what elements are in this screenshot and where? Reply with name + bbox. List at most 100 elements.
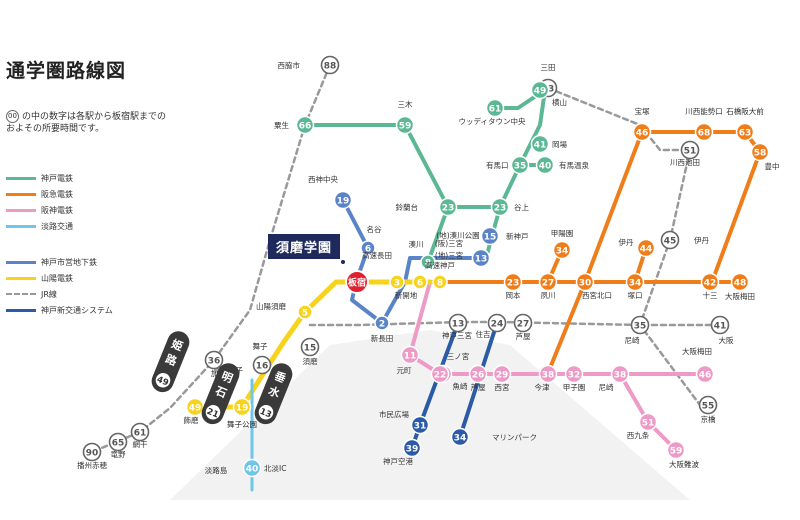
- station-name: 北淡IC: [264, 464, 286, 473]
- station-minutes: 59: [670, 447, 683, 457]
- station-minutes: 23: [494, 204, 507, 214]
- station-name: 高速長田: [362, 250, 392, 260]
- station-minutes: 49: [189, 404, 202, 414]
- station-minutes: 40: [246, 465, 259, 475]
- station-time-circle: [694, 122, 714, 142]
- station-name: 三ノ宮: [447, 351, 470, 361]
- station-time-circle: [513, 313, 533, 333]
- station-name: 大阪梅田: [725, 291, 755, 301]
- station-marker: 23 谷上: [490, 197, 529, 217]
- origin-station: 板宿: [345, 270, 369, 294]
- station-name: 神戸空港: [383, 456, 413, 466]
- station-minutes: 38: [614, 371, 627, 381]
- station-minutes: 6: [365, 245, 371, 255]
- station-time-circle: [492, 364, 512, 384]
- legend: 神戸電鉄 阪急電鉄 阪神電鉄 淡路交通 神戸市営地下鉄 山陽電鉄 JR線 神戸新…: [6, 170, 113, 318]
- station-minutes: 30: [579, 279, 592, 289]
- station-time-circle: [485, 98, 505, 118]
- station-time-circle: [333, 190, 353, 210]
- station-name: 住吉: [476, 329, 491, 339]
- station-name: (地)湊川公園: [436, 230, 479, 240]
- station-time-circle: [432, 274, 448, 290]
- station-time-circle: [730, 272, 750, 292]
- station-time-circle: [625, 272, 645, 292]
- legend-swatch-hanshin: [6, 208, 36, 212]
- station-minutes: 2: [379, 320, 385, 330]
- station-minutes: 90: [86, 449, 99, 459]
- station-minutes: 66: [299, 122, 312, 132]
- legend-item: 神戸電鉄: [6, 170, 113, 186]
- major-station-minutes: 49: [155, 375, 170, 389]
- station-minutes: 41: [714, 322, 727, 332]
- station-time-circle: [297, 304, 313, 320]
- station-name: 播州赤穂: [77, 460, 107, 470]
- jr-line-fukuchiyama: [546, 86, 692, 152]
- station-name: 淡路島: [205, 465, 228, 475]
- legend-item: 淡路交通: [6, 218, 113, 234]
- station-name: 高速神戸: [425, 260, 455, 270]
- station-name: 川西能勢口: [685, 106, 723, 116]
- station-name: 鈴蘭台: [396, 202, 419, 212]
- station-time-circle: [480, 226, 500, 246]
- station-minutes: 34: [556, 247, 569, 257]
- station-time-circle: [666, 440, 686, 460]
- station-minutes: 51: [684, 147, 697, 157]
- station-marker: 8湊川: [409, 239, 436, 270]
- station-name: 谷上: [514, 203, 529, 212]
- station-minutes: 68: [698, 129, 711, 139]
- station-time-circle: [695, 364, 715, 384]
- station-time-circle: [402, 438, 422, 458]
- station-minutes: 36: [208, 357, 221, 367]
- station-time-circle: [395, 115, 415, 135]
- station-time-circle: [530, 134, 550, 154]
- jr-line-osaka: [638, 148, 702, 407]
- station-name: 横山: [552, 97, 567, 107]
- station-time-circle: [448, 313, 468, 333]
- station-time-circle: [360, 240, 376, 256]
- station-time-circle: [735, 122, 755, 142]
- station-minutes: 65: [112, 439, 125, 449]
- station-name: 宝塚: [635, 106, 650, 116]
- station-name: 新神戸: [506, 231, 529, 241]
- station-name: 京橋: [701, 414, 716, 424]
- station-time-circle: [710, 315, 730, 335]
- station-minutes: 44: [640, 245, 653, 255]
- legend-item: 神戸新交通システム: [6, 302, 113, 318]
- station-minutes: 27: [517, 320, 530, 330]
- station-time-circle: [420, 254, 436, 270]
- station-minutes: 41: [534, 141, 547, 151]
- station-name: 今津: [535, 382, 550, 392]
- station-minutes: 5: [302, 309, 308, 319]
- station-time-circle: [252, 355, 272, 375]
- note-line-2: およその所要時間です。: [6, 124, 105, 134]
- station-minutes: 26: [472, 371, 485, 381]
- station-time-circle: [410, 415, 430, 435]
- station-name: 甲子園: [563, 383, 586, 392]
- station-name: 西脇市: [278, 60, 301, 70]
- station-minutes: 39: [406, 445, 419, 455]
- station-time-circle: [430, 364, 450, 384]
- legend-item: 阪急電鉄: [6, 186, 113, 202]
- station-name: マリンパーク: [492, 433, 537, 442]
